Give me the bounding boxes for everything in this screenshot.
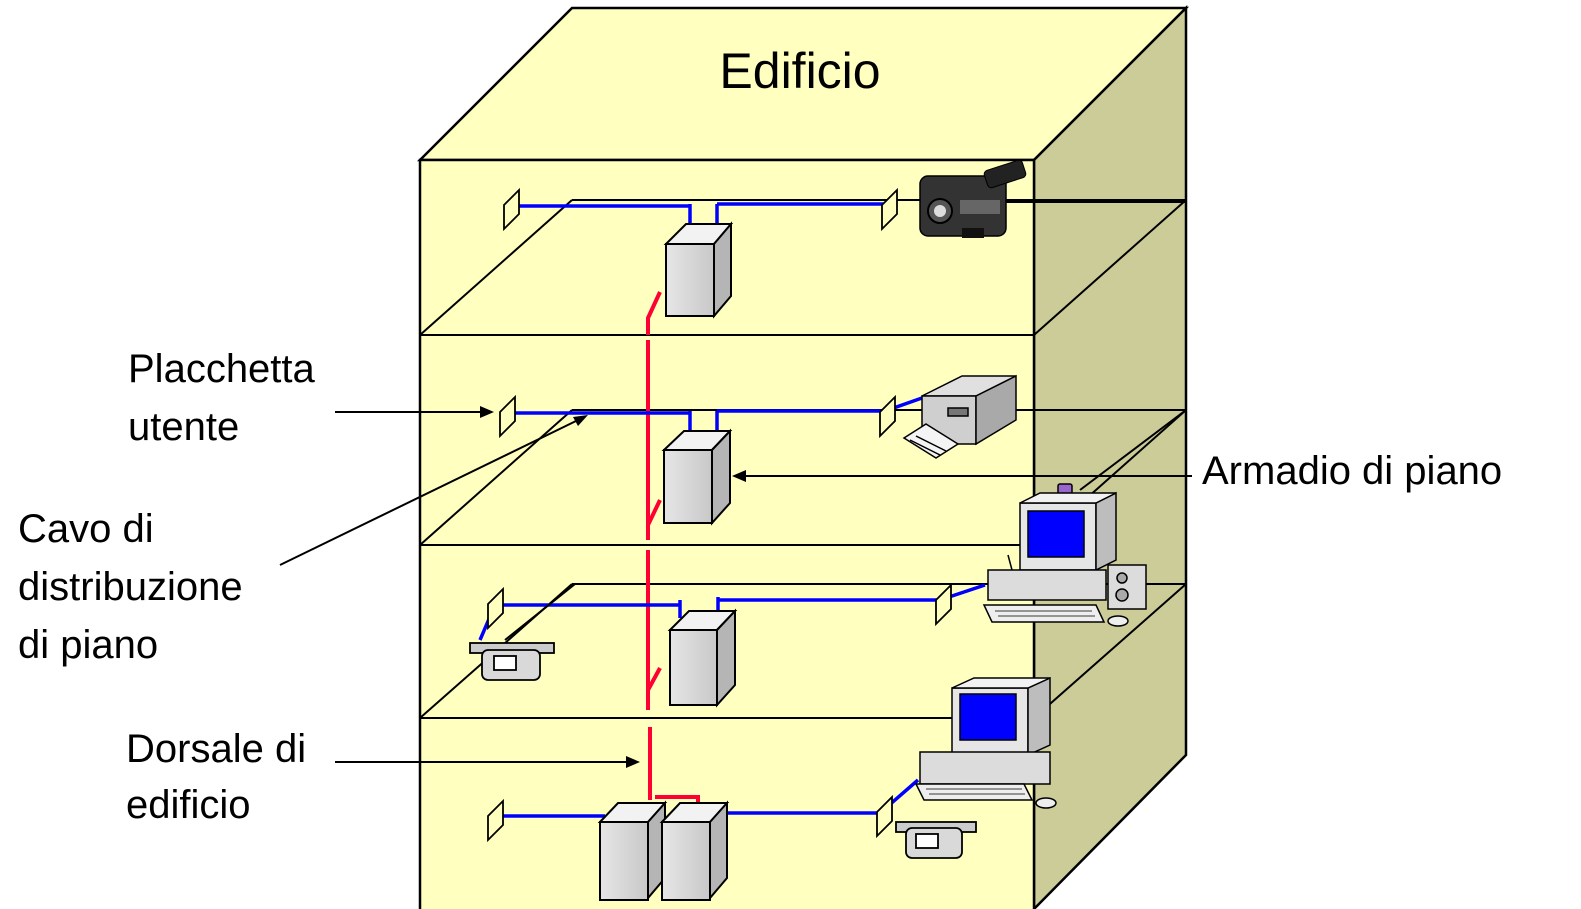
cabinet-icon <box>659 800 730 901</box>
label-cavo-line2: distribuzione <box>18 565 243 609</box>
printer-icon <box>902 374 1017 459</box>
label-placchetta-line2: utente <box>128 405 239 449</box>
label-cavo-line1: Cavo di <box>18 507 154 551</box>
building-title: Edificio <box>719 43 880 99</box>
cabinet-icon <box>661 428 733 526</box>
building <box>416 4 1190 909</box>
wall-plate-icon <box>879 394 896 439</box>
wall-plates <box>487 187 952 843</box>
video-camera-icon <box>919 159 1027 238</box>
desktop-computer-icon <box>982 483 1147 627</box>
cabinet-icon <box>597 800 668 901</box>
cabinet-icon <box>667 608 738 708</box>
wall-plate-icon <box>935 582 952 627</box>
floor-cabinets <box>597 221 738 901</box>
wall-plate-icon <box>503 187 520 232</box>
label-dorsale-line2: edificio <box>126 783 251 827</box>
desktop-computer-icon <box>914 676 1057 809</box>
building-backbone <box>646 291 700 810</box>
wall-plate-icon <box>487 798 504 843</box>
wall-plate-icon <box>499 394 516 439</box>
label-placchetta-line1: Placchetta <box>128 347 316 391</box>
label-armadio: Armadio di piano <box>1202 449 1502 493</box>
cabinet-icon <box>663 221 734 319</box>
label-cavo-line3: di piano <box>18 623 158 667</box>
telephone-icon <box>469 642 555 681</box>
label-dorsale-line1: Dorsale di <box>126 727 306 771</box>
wall-plate-icon <box>876 794 893 839</box>
wall-plate-icon <box>881 187 898 232</box>
telephone-icon <box>895 821 977 859</box>
building-side <box>1032 4 1188 909</box>
wall-plate-icon <box>487 586 504 631</box>
callout-arrows <box>279 406 1192 768</box>
